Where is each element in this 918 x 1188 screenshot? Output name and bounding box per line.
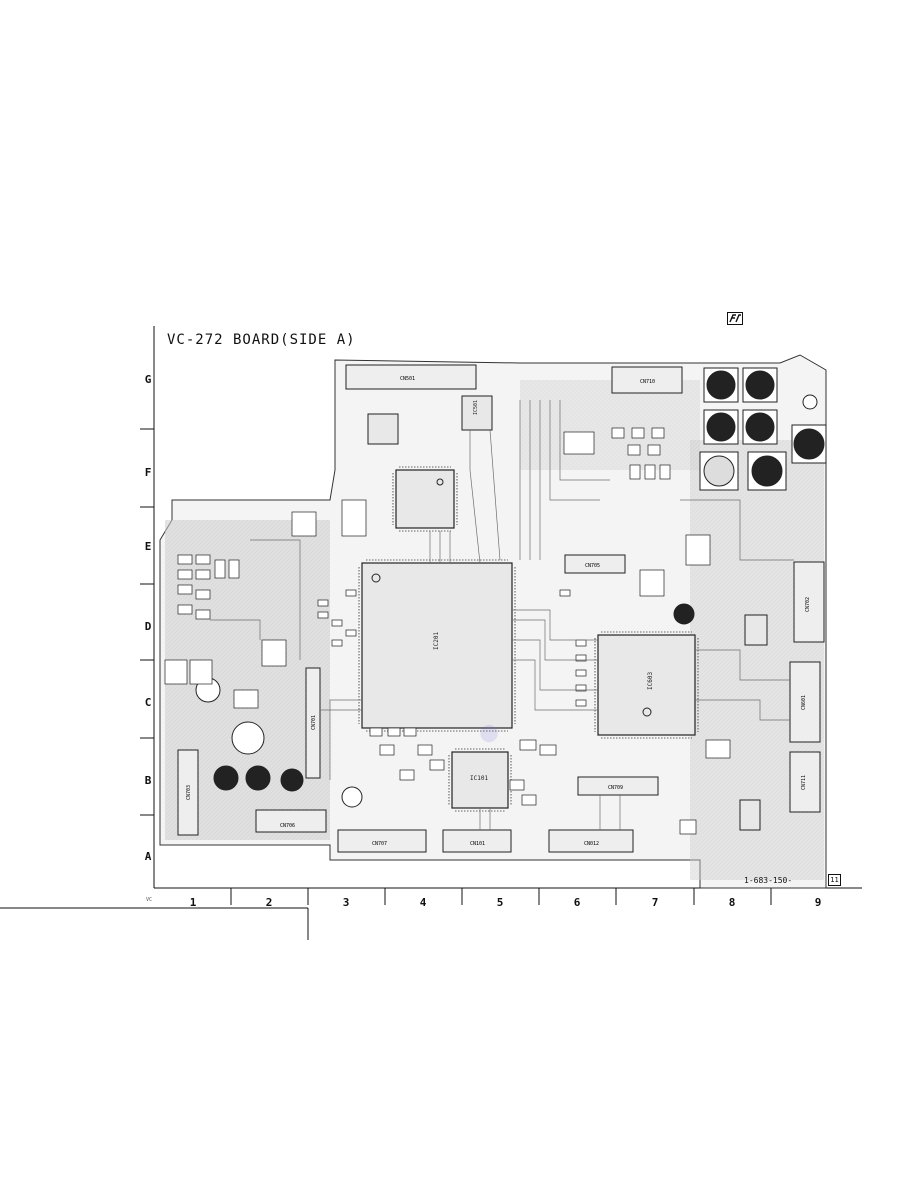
col-label-3: 3 <box>342 896 350 909</box>
board-title: VC-272 BOARD(SIDE A) <box>167 332 356 348</box>
ic502-chip <box>392 466 458 532</box>
mounting-hole <box>802 394 818 410</box>
row-label-e: E <box>144 540 152 553</box>
ic-lower-right <box>739 799 761 831</box>
corner-ref: VC <box>146 897 153 903</box>
cn012-label: CN012 <box>584 841 599 847</box>
cn710-label: CN710 <box>640 379 655 385</box>
cn707-label: CN707 <box>372 841 387 847</box>
row-label-b: B <box>144 774 152 787</box>
col-label-9: 9 <box>814 896 822 909</box>
row-label-c: C <box>144 696 152 709</box>
cn703-connector: CN703 <box>177 749 199 836</box>
cn711-connector: CN711 <box>789 751 821 813</box>
cn501-connector: CN501 <box>345 364 477 390</box>
cn702-connector: CN702 <box>793 561 825 643</box>
col-label-4: 4 <box>419 896 427 909</box>
row-label-d: D <box>144 620 152 633</box>
cn501-label: CN501 <box>400 376 415 382</box>
inductor-cluster <box>699 367 827 491</box>
ic201-chip: IC201 <box>358 559 516 732</box>
cn601-label: CN601 <box>801 695 807 710</box>
cn101-connector: CN101 <box>442 829 512 853</box>
cn012-connector: CN012 <box>548 829 634 853</box>
cn706-connector: CN706 <box>255 809 327 833</box>
row-label-a: A <box>144 850 152 863</box>
cn706-label: CN706 <box>280 823 295 829</box>
cn710-connector: CN710 <box>611 366 683 394</box>
logo-icon <box>727 312 743 325</box>
col-label-5: 5 <box>496 896 504 909</box>
cn709-connector: CN709 <box>577 776 659 796</box>
board-part-number: 1-683-150- <box>744 876 793 885</box>
cn707-connector: CN707 <box>337 829 427 853</box>
ic501-label: IC501 <box>473 400 479 415</box>
ic201-label: IC201 <box>433 632 440 650</box>
cn101-label: CN101 <box>470 841 485 847</box>
cn711-label: CN711 <box>801 775 807 790</box>
cn709-label: CN709 <box>608 785 623 791</box>
page-number-box: 11 <box>828 874 841 886</box>
ic603-label: IC603 <box>647 672 654 690</box>
col-label-8: 8 <box>728 896 736 909</box>
cn703-label: CN703 <box>186 785 192 800</box>
row-label-g: G <box>144 373 152 386</box>
cn601-connector: CN601 <box>789 661 821 743</box>
cn702-label: CN702 <box>805 597 811 612</box>
cn705-label: CN705 <box>585 563 600 569</box>
col-label-2: 2 <box>265 896 273 909</box>
col-label-1: 1 <box>189 896 197 909</box>
ic101-label: IC101 <box>470 775 488 782</box>
col-label-6: 6 <box>573 896 581 909</box>
copper-fill-left <box>165 520 330 840</box>
ic-right-small <box>744 614 768 646</box>
cn701-label: CN701 <box>311 715 317 730</box>
passive-components <box>164 427 731 835</box>
col-label-7: 7 <box>651 896 659 909</box>
pcb-traces <box>210 400 794 830</box>
ic-upper-small: IC501 <box>367 395 493 445</box>
row-label-f: F <box>144 466 152 479</box>
cn701-connector: CN701 <box>305 667 321 779</box>
ic101-chip: IC101 <box>448 748 512 812</box>
cn705-connector: CN705 <box>564 554 626 574</box>
ic603-chip: IC603 <box>594 631 699 739</box>
